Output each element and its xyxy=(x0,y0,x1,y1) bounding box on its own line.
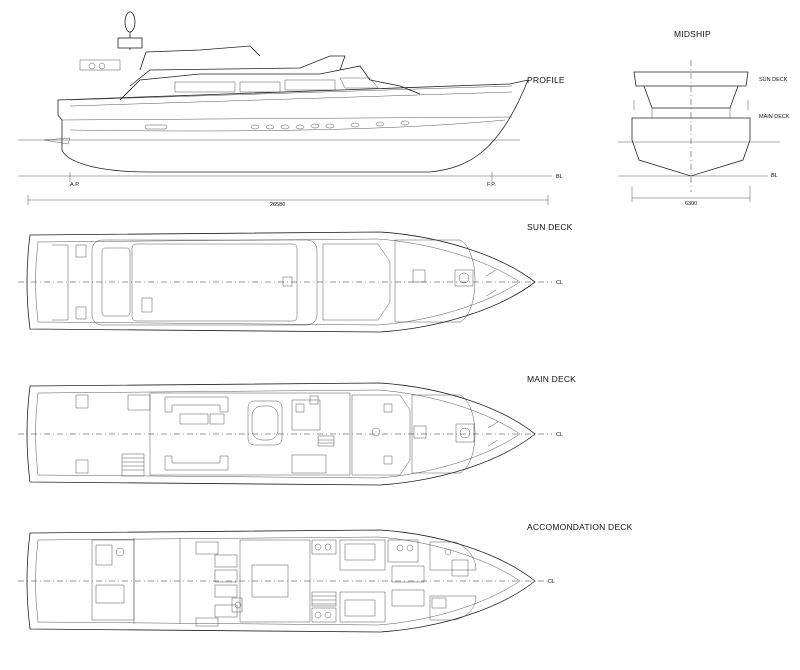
midship-sun-deck-label: SUN DECK xyxy=(759,77,788,83)
profile-view: PROFILE BL A.P. F.P. 26580 xyxy=(18,11,565,208)
aft-perpendicular-label: A.P. xyxy=(70,182,80,188)
length-dimension: 26580 xyxy=(270,202,285,208)
accommodation-centerline-label: CL xyxy=(548,579,555,585)
midship-baseline-label: BL xyxy=(771,173,778,179)
main-deck-title: MAIN DECK xyxy=(527,374,576,384)
accommodation-deck-plan: ACCOMONDATION DECK CL xyxy=(18,522,633,633)
sun-deck-centerline-label: CL xyxy=(556,280,563,286)
sun-deck-title: SUN DECK xyxy=(527,222,573,232)
sun-deck-plan: SUN DECK CL xyxy=(18,222,573,333)
main-deck-centerline-label: CL xyxy=(556,432,563,438)
midship-section: MIDSHIP SUN DECK MAIN DECK BL 6300 xyxy=(618,29,790,207)
accommodation-deck-title: ACCOMONDATION DECK xyxy=(527,522,633,532)
midship-title: MIDSHIP xyxy=(674,29,711,39)
beam-dimension: 6300 xyxy=(685,201,697,207)
profile-baseline-label: BL xyxy=(556,174,563,180)
forward-perpendicular-label: F.P. xyxy=(487,182,496,188)
main-deck-plan: MAIN DECK CL xyxy=(18,374,576,486)
profile-title: PROFILE xyxy=(527,75,565,85)
midship-main-deck-label: MAIN DECK xyxy=(759,114,790,120)
